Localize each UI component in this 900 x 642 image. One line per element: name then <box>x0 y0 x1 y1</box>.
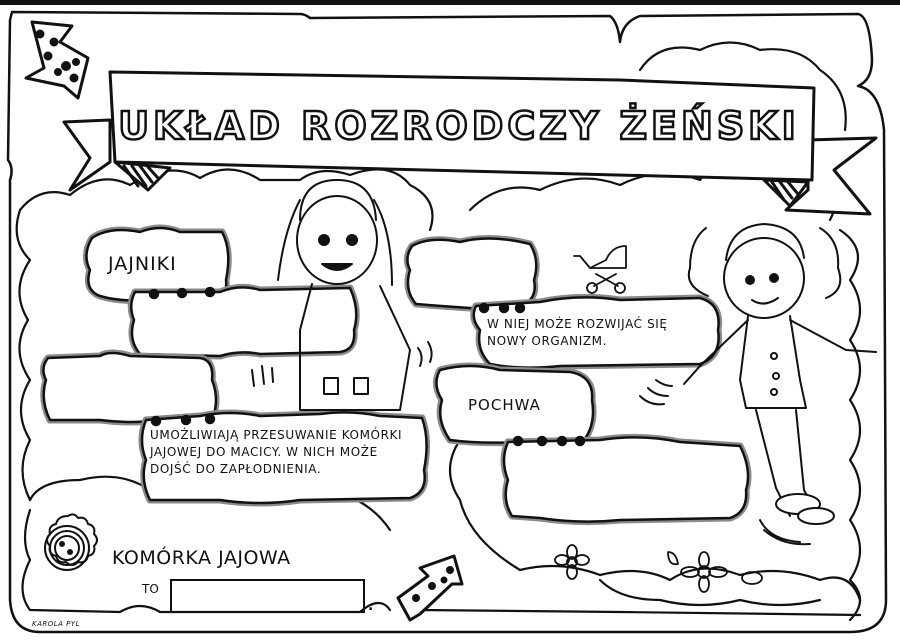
artist-signature: KAROLA PYL <box>32 620 81 628</box>
connector-dots <box>148 286 586 447</box>
egg-cell-to-label: TO <box>142 582 159 596</box>
uterus-name-input[interactable] <box>418 250 532 304</box>
fallopian-tubes-note-box <box>138 408 431 507</box>
girl-left-illustration <box>251 179 433 411</box>
girl-right-illustration <box>639 223 877 546</box>
flower-icon <box>554 544 763 593</box>
fallopian-tubes-name-input[interactable] <box>54 364 208 416</box>
ribbon-banner-icon <box>62 70 878 216</box>
egg-cell-end-mark: . <box>368 598 374 614</box>
page-top-edge <box>0 0 900 5</box>
stroller-icon <box>573 245 627 294</box>
vagina-label: POCHWA <box>468 396 541 414</box>
arrow-down-left-icon <box>24 20 90 100</box>
page-frame <box>6 10 888 634</box>
page-title: UKŁAD ROZRODCZY ŻEŃSKI <box>117 103 800 150</box>
egg-cell-icon <box>44 513 98 571</box>
uterus-note-box <box>470 293 723 372</box>
arrow-up-right-icon <box>396 554 464 622</box>
fallopian-tubes-note: Umożliwiają przesuwanie komórki jajowej … <box>150 428 403 476</box>
uterus-note: W niej może rozwijać się nowy organizm. <box>487 317 668 348</box>
egg-cell-answer-input[interactable] <box>170 579 365 613</box>
ovaries-label: JAJNIKI <box>108 253 177 275</box>
ovaries-label-box <box>83 224 232 306</box>
vagina-description-input[interactable] <box>516 450 744 514</box>
egg-cell-heading: KOMÓRKA JAJOWA <box>112 547 291 569</box>
ovaries-description-input[interactable] <box>146 300 350 350</box>
